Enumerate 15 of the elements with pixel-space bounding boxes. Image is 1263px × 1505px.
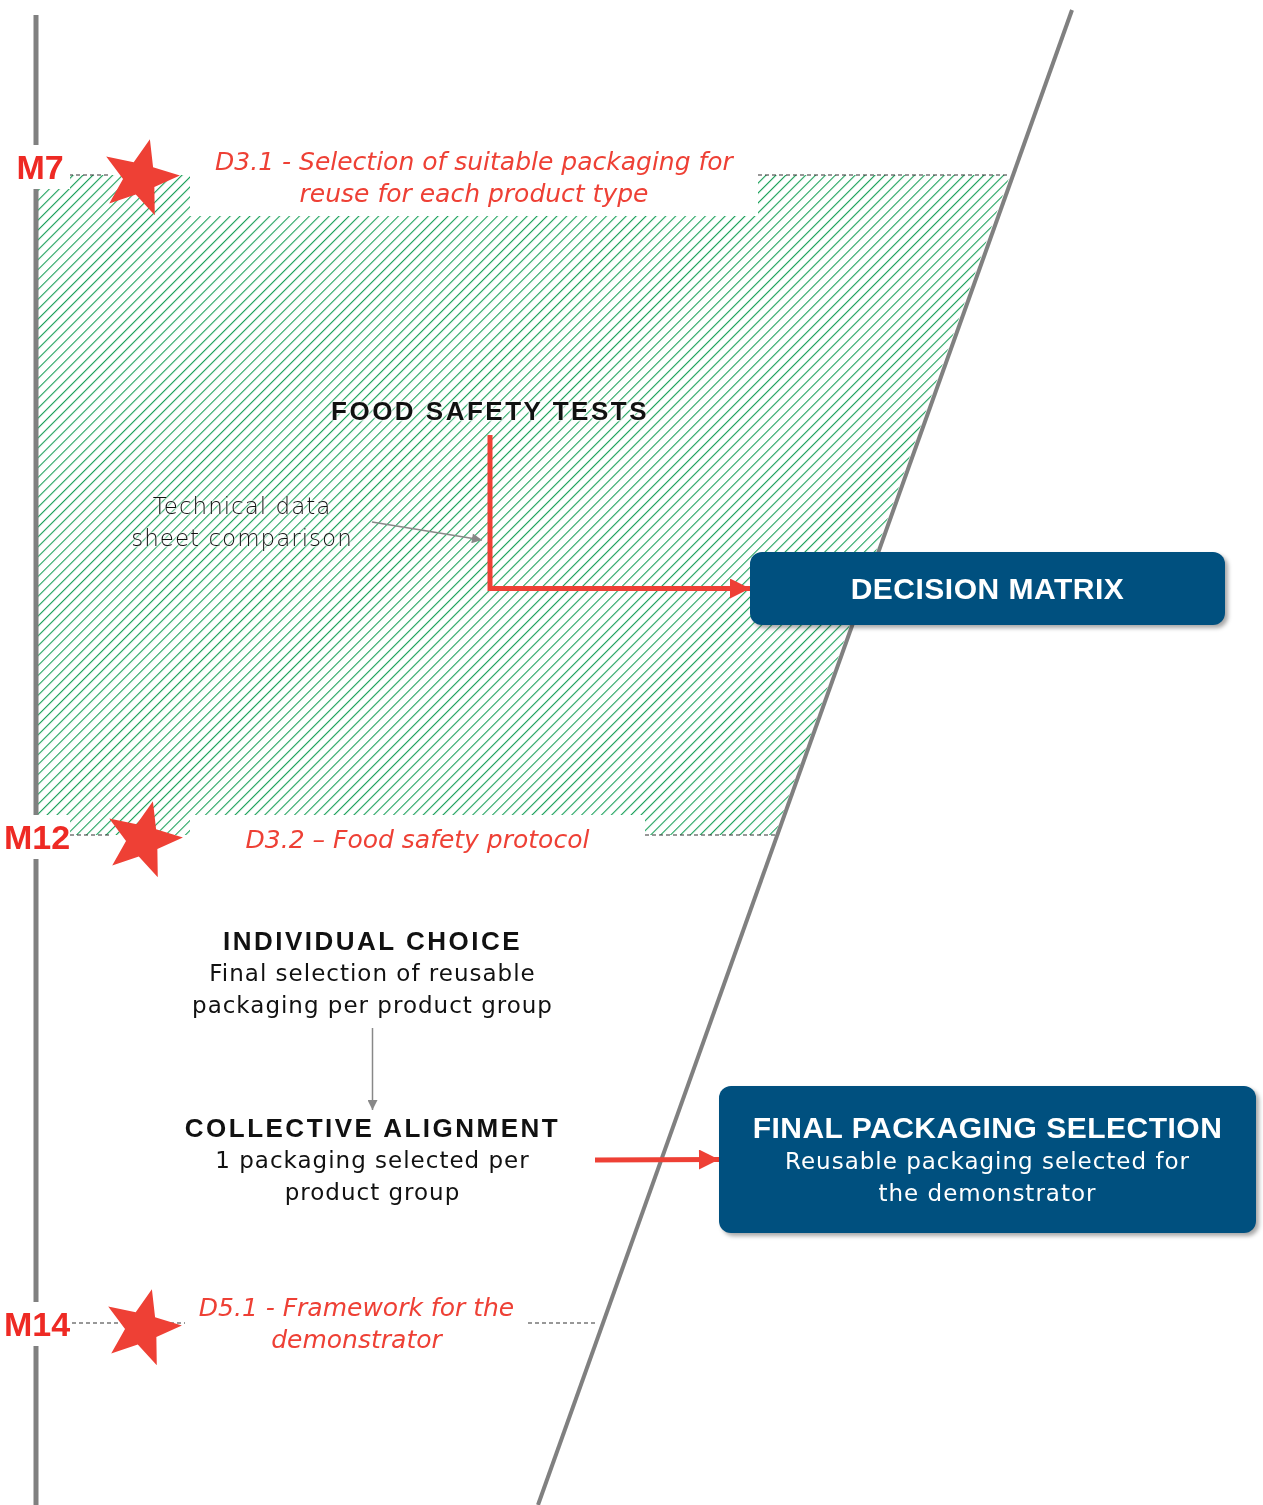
step-heading: INDIVIDUAL CHOICE xyxy=(222,925,523,957)
arrow xyxy=(371,521,483,544)
arrow xyxy=(595,1149,719,1170)
step-description: 1 packaging selected per product group xyxy=(214,1145,531,1207)
step-description: Reusable packaging selected for the demonstrator xyxy=(783,1146,1192,1208)
result-box xyxy=(750,552,1225,625)
step-heading: DECISION MATRIX xyxy=(850,571,1125,606)
step-heading: FINAL PACKAGING SELECTION xyxy=(752,1110,1223,1145)
result-box xyxy=(719,1086,1256,1233)
step-heading: COLLECTIVE ALIGNMENT xyxy=(184,1112,561,1144)
milestone-label: M14 xyxy=(4,1302,70,1346)
step-description: Final selection of reusable packaging per product group xyxy=(191,958,554,1020)
arrow xyxy=(487,435,750,599)
arrow xyxy=(367,1027,378,1111)
milestone-label: M12 xyxy=(4,815,70,859)
